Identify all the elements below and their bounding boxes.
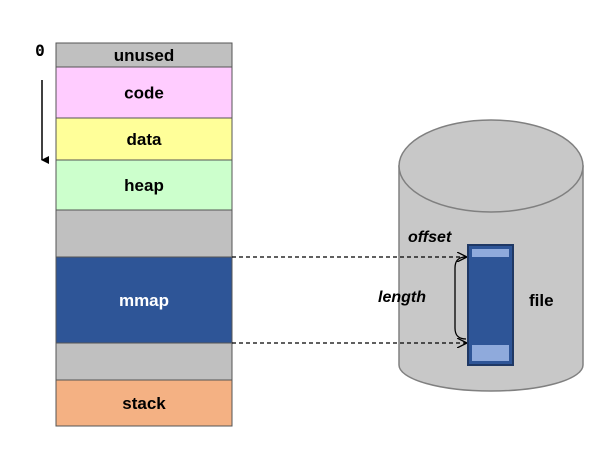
memory-segment-label-mmap: mmap (119, 291, 169, 310)
memory-segment-mmap (55, 256, 233, 344)
memory-segment-stack (55, 379, 233, 427)
offset-label: offset (408, 229, 452, 246)
memory-segment-gap-4 (55, 209, 233, 258)
length-brace (454, 256, 467, 340)
memory-segment-gap-6 (55, 342, 233, 381)
length-label: length (378, 289, 426, 306)
memory-segment-label-heap: heap (124, 176, 164, 195)
memory-segment-code (55, 66, 233, 119)
memory-segment-heap (55, 159, 233, 211)
memory-segment-label-stack: stack (122, 394, 166, 413)
memory-layout: unused code data heap mmap stack (55, 42, 233, 427)
disk-top (398, 119, 584, 213)
file-region-start (472, 249, 509, 257)
file-label: file (529, 291, 554, 310)
file-region-end (472, 345, 509, 361)
memory-segment-label-code: code (124, 84, 164, 103)
memory-segment-label-unused: unused (114, 46, 174, 65)
memory-segment-label-data: data (127, 130, 163, 149)
address-origin-label: 0 (35, 41, 45, 60)
